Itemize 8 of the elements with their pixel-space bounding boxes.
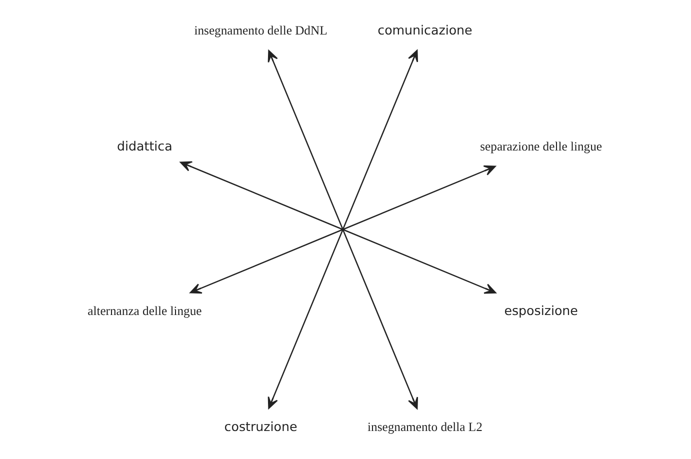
node-text: alternanza delle lingue bbox=[88, 304, 202, 318]
node-text: didattica bbox=[117, 138, 172, 154]
node-text: esposizione bbox=[504, 302, 578, 318]
node-text: insegnamento della L2 bbox=[368, 420, 482, 434]
node-text: costruzione bbox=[224, 418, 298, 434]
node-text: separazione delle lingue bbox=[480, 140, 602, 154]
node-text: comunicazione bbox=[378, 22, 472, 38]
node-text: insegnamento delle DdNL bbox=[194, 24, 328, 38]
